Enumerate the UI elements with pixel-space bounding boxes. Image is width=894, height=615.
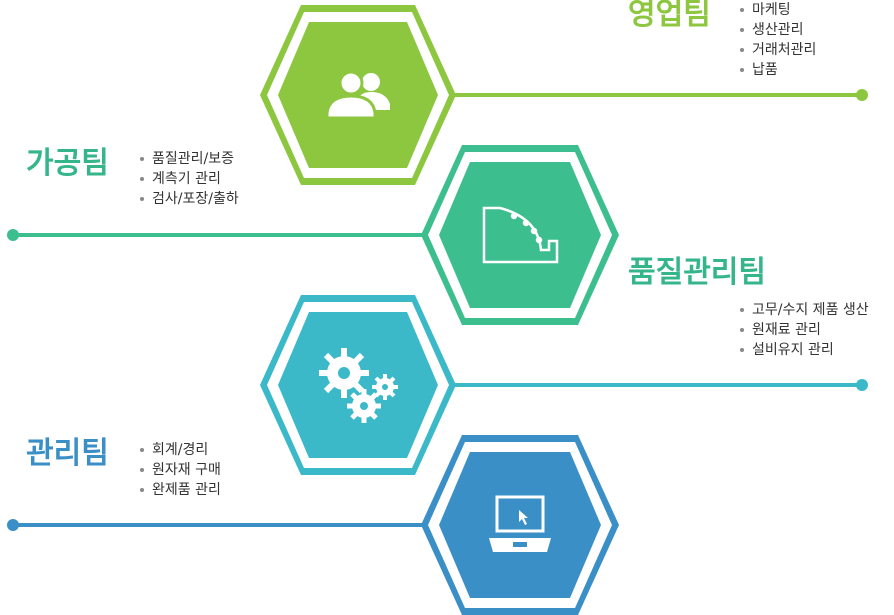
duty-item: 원자재 구매 [138, 460, 221, 480]
duty-item: 마케팅 [738, 0, 816, 20]
duty-item: 품질관리/보증 [138, 149, 239, 169]
duty-list-quality: 고무/수지 제품 생산 원재료 관리 설비유지 관리 [738, 300, 869, 360]
machine-icon [482, 206, 559, 264]
duty-item: 고무/수지 제품 생산 [738, 300, 869, 320]
hexagon-admin [421, 435, 619, 615]
team-title-processing: 가공팀 [26, 146, 109, 181]
duty-list-processing: 품질관리/보증 계측기 관리 검사/포장/출하 [138, 149, 239, 209]
hexagon-sales [260, 5, 456, 185]
hexagon-processing [421, 145, 619, 325]
duty-item: 완제품 관리 [138, 480, 221, 500]
gears-icon [319, 348, 398, 423]
connector-processing [7, 229, 425, 241]
duty-item: 생산관리 [738, 20, 816, 40]
duty-item: 검사/포장/출하 [138, 189, 239, 209]
team-title-sales: 영업팀 [628, 0, 711, 32]
duty-item: 거래처관리 [738, 40, 816, 60]
laptop-icon [489, 495, 551, 552]
duty-list-admin: 회계/경리 원자재 구매 완제품 관리 [138, 440, 221, 500]
team-title-admin: 관리팀 [26, 436, 109, 471]
duty-item: 회계/경리 [138, 440, 221, 460]
connector-quality [455, 379, 868, 391]
duty-item: 설비유지 관리 [738, 340, 869, 360]
users-icon [325, 70, 390, 120]
duty-item: 납품 [738, 60, 816, 80]
duty-list-sales: 마케팅 생산관리 거래처관리 납품 [738, 0, 816, 80]
connector-sales [455, 89, 868, 101]
hexagon-quality [260, 295, 456, 475]
duty-item: 원재료 관리 [738, 320, 869, 340]
duty-item: 계측기 관리 [138, 169, 239, 189]
connector-admin [7, 519, 425, 531]
team-title-quality: 품질관리팀 [628, 255, 766, 290]
